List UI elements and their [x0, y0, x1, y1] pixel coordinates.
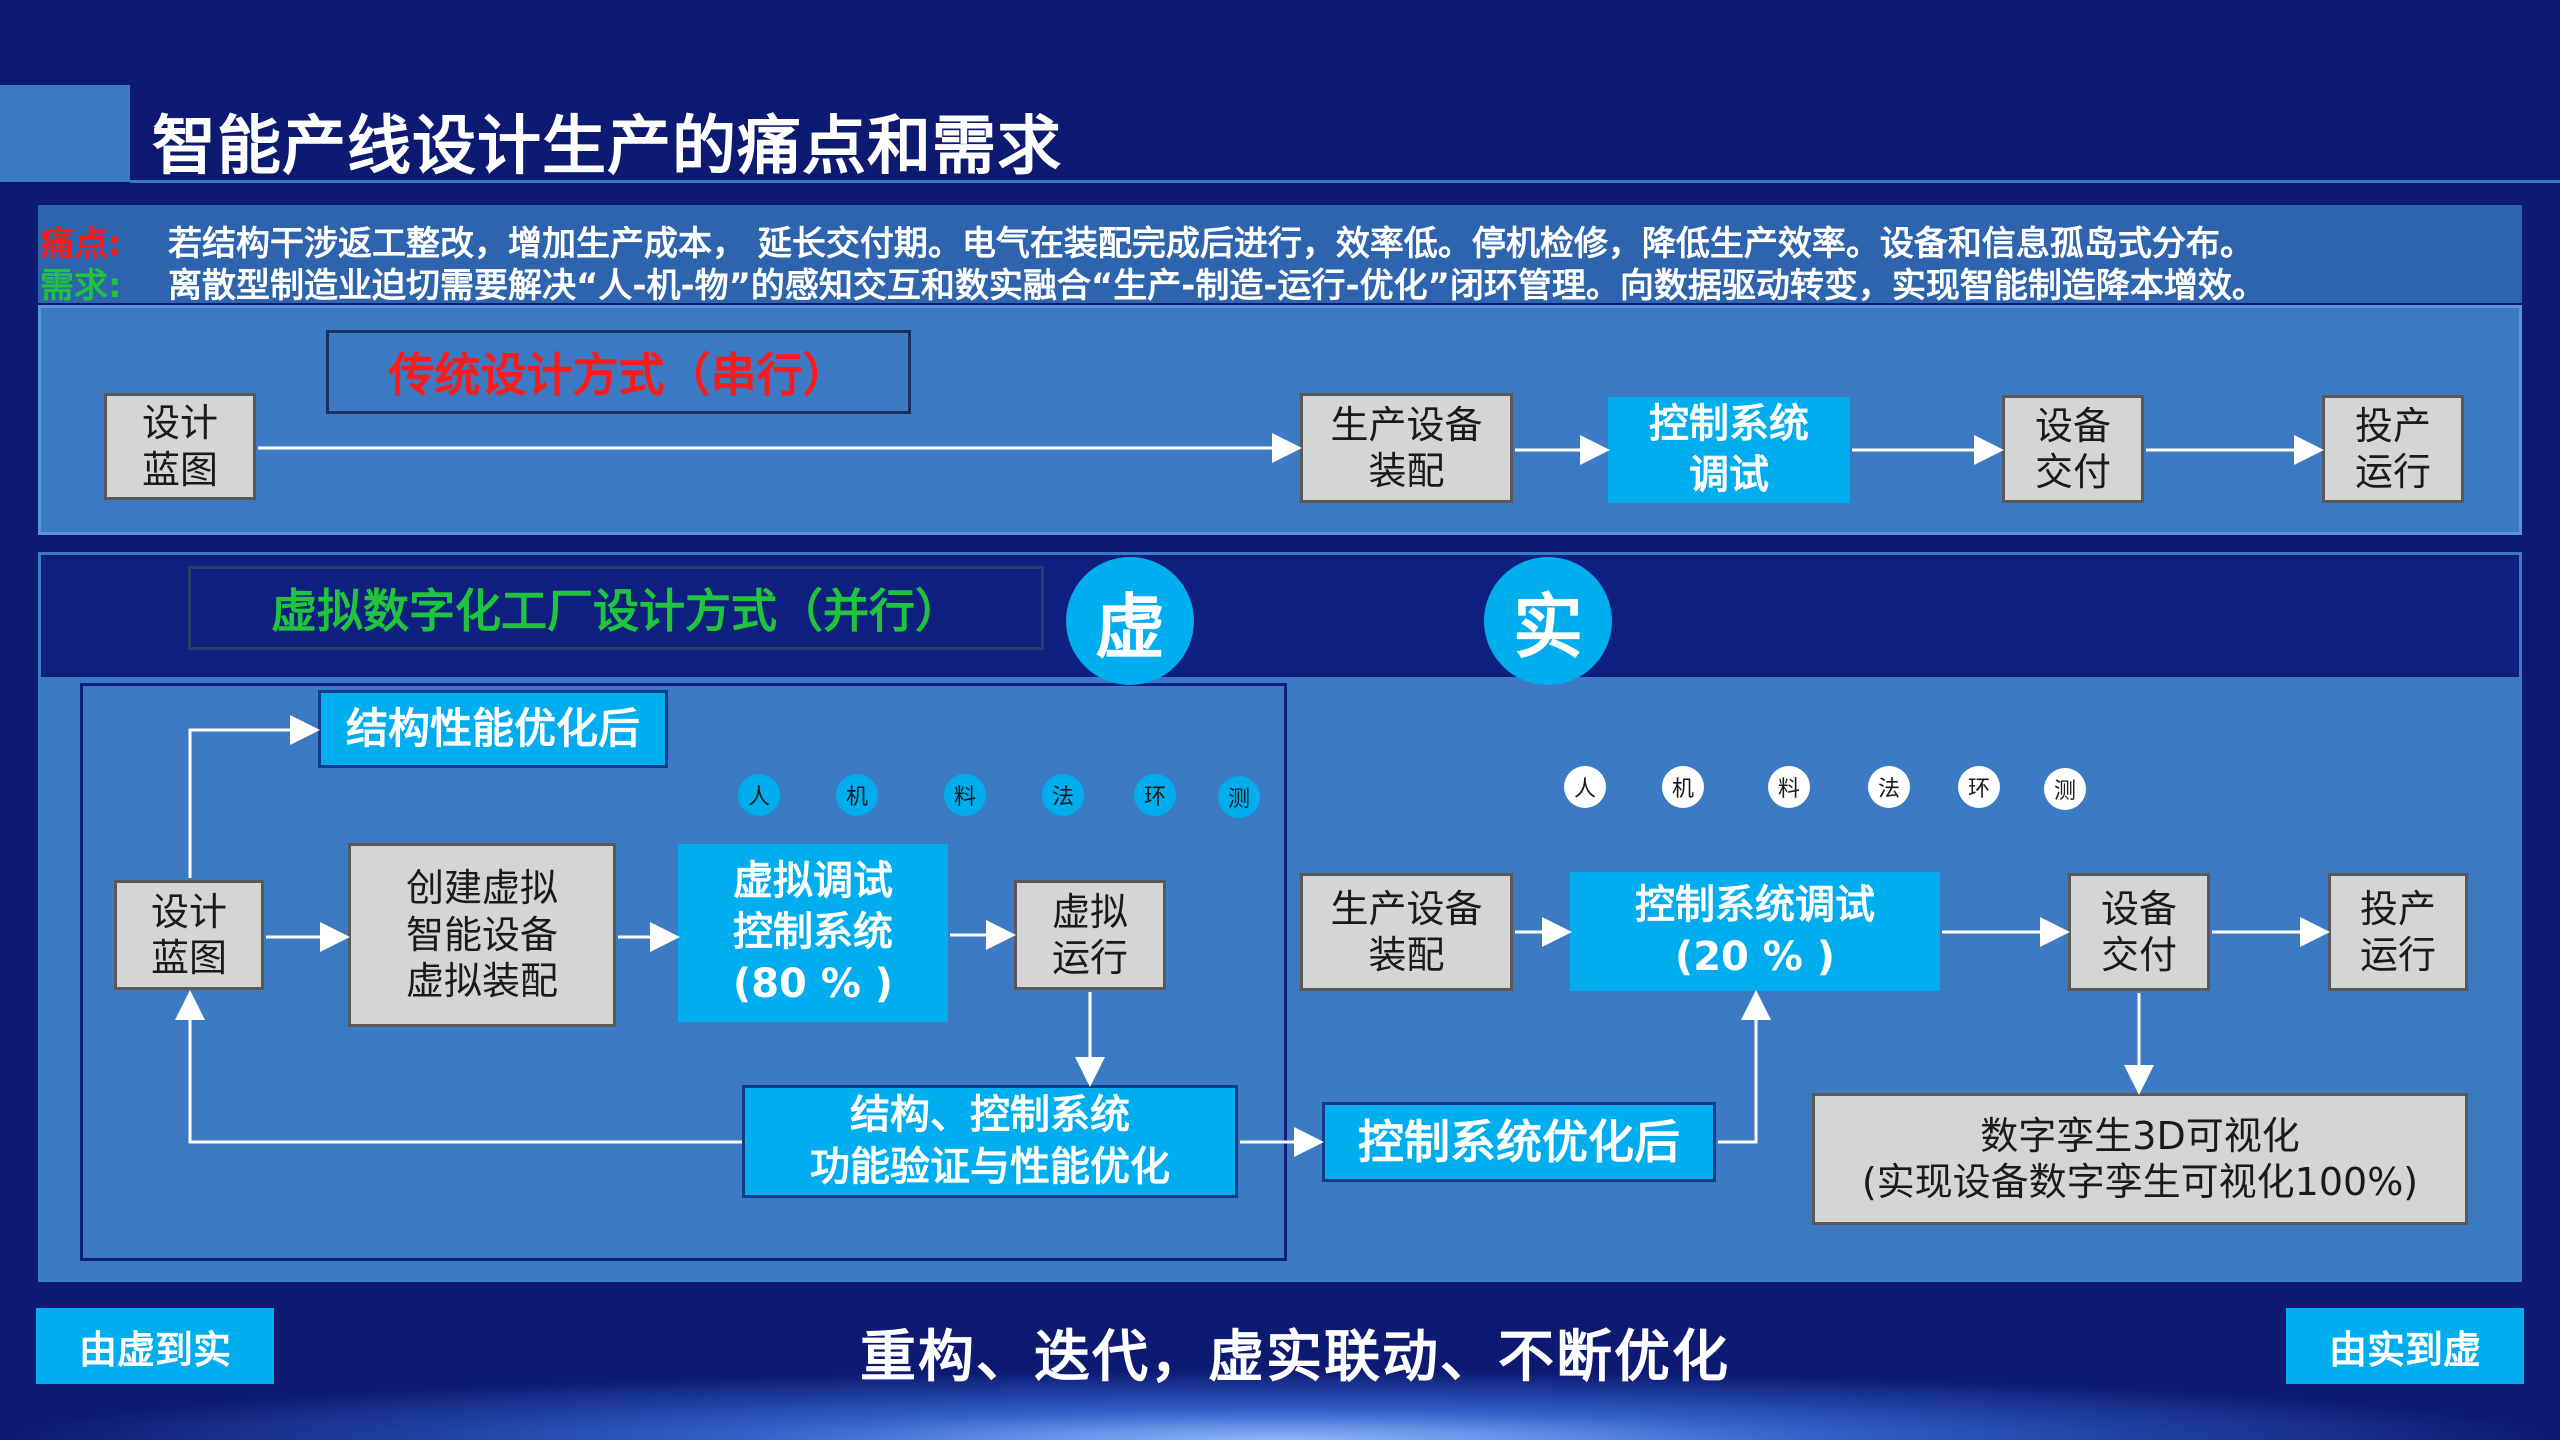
factor-person-virtual: 人: [738, 774, 780, 816]
virtual-blueprint-box: 设计 蓝图: [114, 880, 264, 990]
real-operation-box: 投产 运行: [2328, 873, 2468, 991]
arrow-verify-blueprint: [175, 990, 742, 1144]
verify-optimize-box: 结构、控制系统 功能验证与性能优化: [742, 1085, 1238, 1198]
pain-label: 痛点:: [40, 224, 122, 264]
factor-method-real: 法: [1868, 766, 1910, 808]
arrow-optimized-control-debug: [1718, 990, 1771, 1144]
control-optimized-box: 控制系统优化后: [1322, 1102, 1716, 1182]
factor-measurement-real: 测: [2044, 768, 2086, 810]
digital-twin-box: 数字孪生3D可视化 (实现设备数字孪生可视化100%): [1812, 1093, 2468, 1225]
need-text: 离散型制造业迫切需要解决“人-机-物”的感知交互和数实融合“生产-制造-运行-优…: [168, 266, 2266, 306]
real-assembly-box: 生产设备 装配: [1300, 873, 1513, 991]
need-label: 需求:: [40, 266, 122, 306]
factor-environment-real: 环: [1958, 766, 2000, 808]
trad-step-delivery: 设备 交付: [2002, 395, 2144, 503]
trad-step-control-debug: 控制系统 调试: [1608, 397, 1850, 503]
bottom-glow: [0, 1370, 2560, 1440]
virtual-heading: 虚拟数字化工厂设计方式（并行）: [188, 566, 1044, 650]
arrow-blueprint-optimized: [188, 715, 320, 878]
pain-row: 痛点: 若结构干涉返工整改，增加生产成本， 延长交付期。电气在装配完成后进行，效率…: [40, 216, 2254, 265]
info-band: [38, 205, 2522, 303]
title-band: [0, 85, 2560, 182]
title-accent-block: [0, 85, 130, 182]
real-to-virtual-button[interactable]: 由实到虚: [2286, 1308, 2524, 1384]
factor-material-real: 料: [1768, 766, 1810, 808]
pain-text: 若结构干涉返工整改，增加生产成本， 延长交付期。电气在装配完成后进行，效率低。停…: [168, 224, 2254, 264]
virtual-debug-box: 虚拟调试 控制系统 (80 % ): [678, 844, 948, 1022]
real-control-debug-box: 控制系统调试 (20 % ): [1570, 872, 1940, 991]
optimized-structure-box: 结构性能优化后: [318, 690, 668, 768]
virtual-to-real-button[interactable]: 由虚到实: [36, 1308, 274, 1384]
bottom-slogan: 重构、迭代，虚实联动、不断优化: [860, 1325, 1730, 1390]
factor-machine-real: 机: [1662, 766, 1704, 808]
trad-step-blueprint: 设计 蓝图: [104, 393, 256, 500]
factor-method-virtual: 法: [1042, 774, 1084, 816]
trad-step-assembly: 生产设备 装配: [1300, 393, 1513, 503]
factor-measurement-virtual: 测: [1218, 776, 1260, 818]
factor-material-virtual: 料: [944, 774, 986, 816]
factor-machine-virtual: 机: [836, 774, 878, 816]
trad-step-operation: 投产 运行: [2322, 395, 2464, 503]
virtual-run-box: 虚拟 运行: [1014, 880, 1166, 990]
traditional-heading: 传统设计方式（串行）: [326, 330, 911, 414]
virtual-left-subpanel: [80, 683, 1287, 1261]
title-underline: [130, 180, 2560, 183]
real-circle: 实: [1484, 557, 1612, 685]
virtual-circle: 虚: [1066, 557, 1194, 685]
factor-environment-virtual: 环: [1134, 774, 1176, 816]
factor-person-real: 人: [1564, 766, 1606, 808]
need-row: 需求: 离散型制造业迫切需要解决“人-机-物”的感知交互和数实融合“生产-制造-运…: [40, 258, 2266, 307]
real-delivery-box: 设备 交付: [2068, 873, 2210, 991]
page-title: 智能产线设计生产的痛点和需求: [152, 110, 1062, 184]
virtual-header-panel: [38, 552, 2522, 680]
